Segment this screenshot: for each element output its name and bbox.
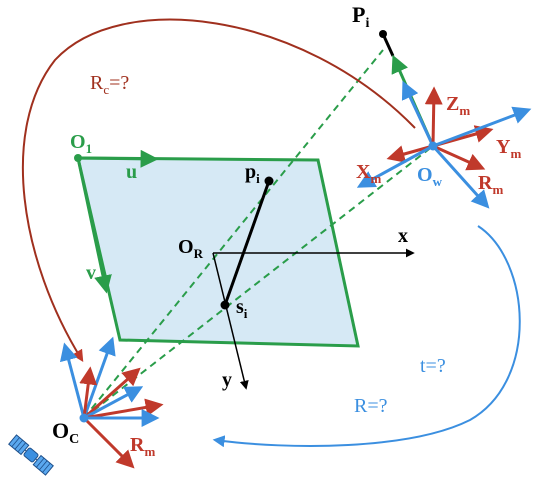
ow-point [428,141,438,151]
zm-axis-arrow [424,86,443,147]
label-Xm: Xm [356,161,381,186]
cam-blue-upright-arrow [82,336,116,419]
label-y: y [222,369,232,391]
rt-transform-curve [212,225,521,448]
label-Rm-world: Rm [478,172,503,197]
world-blue-up-arrow [401,80,435,147]
label-v: v [86,262,96,284]
pi-world-segment [381,33,395,57]
label-u: u [126,161,137,183]
cam-red-down-arrow [82,416,135,469]
label-si: si [236,296,248,321]
world-blue-left-arrow [356,144,434,188]
cam-blue-up-arrow [59,342,86,419]
satellite-icon [8,434,54,476]
label-Zm: Zm [446,93,470,118]
image-plane [76,156,360,348]
label-Oc: OC [52,418,79,447]
label-t: t=? [420,355,446,377]
label-Pi: Pi [352,2,369,31]
cam-red-right-arrow [83,398,164,420]
world-red-down-arrow [432,144,486,171]
Pi-point [379,30,387,38]
xm-axis-arrow [386,144,434,163]
label-x: x [398,225,408,247]
label-Rm-cam: Rm [130,434,155,459]
world-blue-right-arrow [432,106,532,148]
label-R: R=? [354,395,388,417]
si-point [220,300,230,310]
v-axis-arrow [76,157,112,294]
y-axis-arrow [212,252,249,390]
label-pi: pi [245,161,260,186]
pi-point [264,176,274,186]
cam-red-upleft-arrow [79,366,98,419]
cam-red-upright-arrow [83,367,141,420]
label-Ym: Ym [496,136,521,161]
world-blue-down-arrow [431,144,490,209]
label-Rc: Rc=? [90,72,129,97]
u-axis-arrow [77,149,159,168]
label-OR: OR [178,236,204,261]
oc-point [79,413,89,423]
rc-rotation-curve [21,18,416,363]
pi-si-segment [223,180,271,306]
projection-ray-ow [83,145,434,419]
o1-point [74,154,82,162]
cam-blue-right-arrow [83,386,144,420]
label-O1: O1 [70,131,92,156]
label-Ow: Ow [417,164,443,189]
